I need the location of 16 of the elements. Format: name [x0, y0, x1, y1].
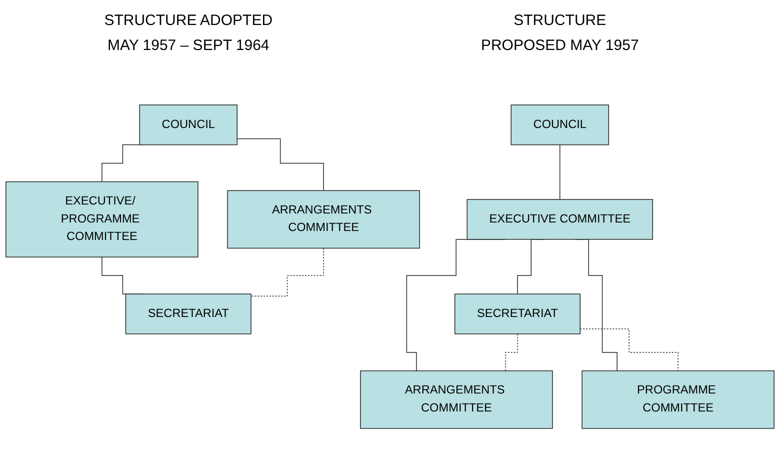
node-box: ARRANGEMENTS COMMITTEE [360, 370, 553, 429]
node-box: PROGRAMME COMMITTEE [582, 370, 774, 429]
node-box: SECRETARIAT [454, 293, 580, 334]
connector [580, 328, 678, 371]
node-box: COUNCIL [139, 104, 238, 145]
heading-text: STRUCTURE ADOPTED [104, 12, 273, 29]
node-box: SECRETARIAT [125, 293, 252, 334]
heading-text: PROPOSED MAY 1957 [480, 37, 639, 54]
node-box: ARRANGEMENTS COMMITTEE [227, 190, 420, 248]
node-box: EXECUTIVE COMMITTEE [466, 198, 653, 240]
connector [236, 138, 324, 191]
node-box: EXECUTIVE/ PROGRAMME COMMITTEE [6, 181, 198, 258]
heading-text: MAY 1957 – SEPT 1964 [107, 37, 270, 54]
connector [250, 248, 324, 296]
heading-text: STRUCTURE [514, 12, 606, 29]
node-box: COUNCIL [510, 104, 609, 145]
